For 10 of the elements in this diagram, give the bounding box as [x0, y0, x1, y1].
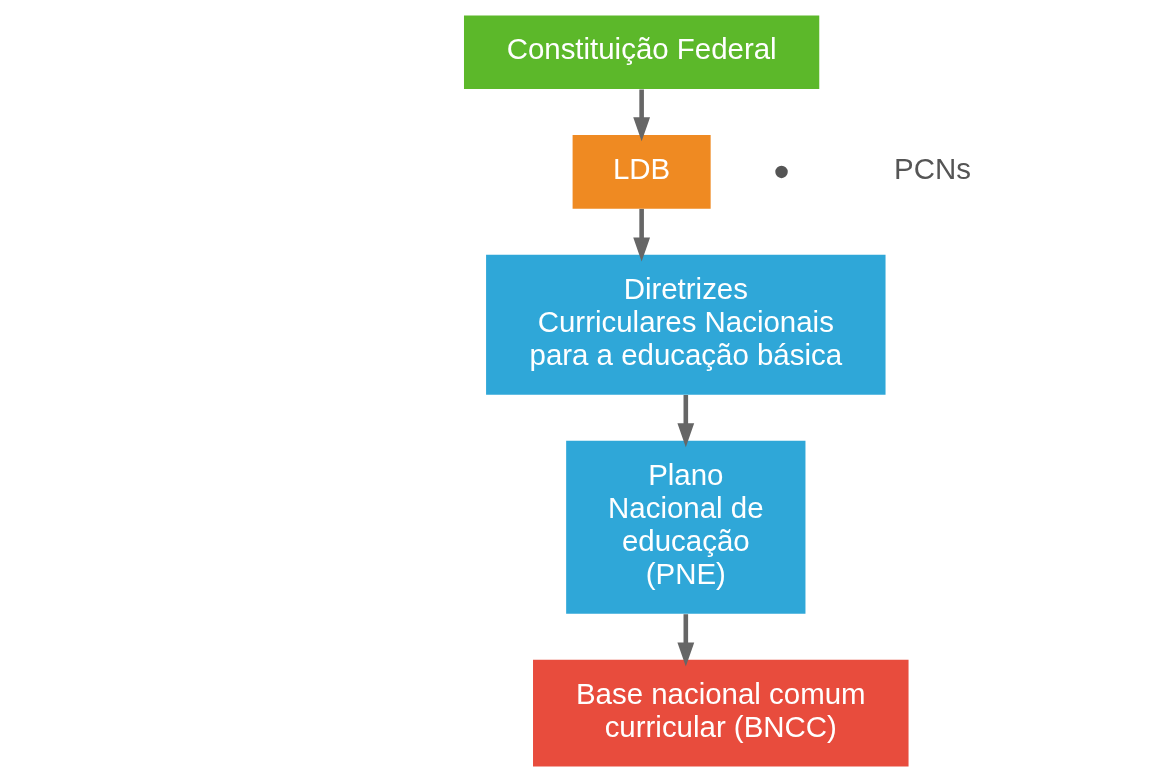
- node-box: Plano Nacional de educação (PNE): [566, 440, 806, 614]
- node-box: Diretrizes Curriculares Nacionais para a educação básica: [486, 254, 886, 395]
- arrow: [677, 614, 695, 667]
- arrow: [633, 89, 651, 142]
- arrow: [633, 208, 651, 262]
- node-box: LDB: [572, 135, 711, 209]
- label: PCNs: [894, 151, 971, 185]
- node-box: Constituição Federal: [464, 15, 820, 90]
- node-box: Base nacional comum curricular (BNCC): [533, 659, 909, 767]
- arrow: [677, 395, 695, 448]
